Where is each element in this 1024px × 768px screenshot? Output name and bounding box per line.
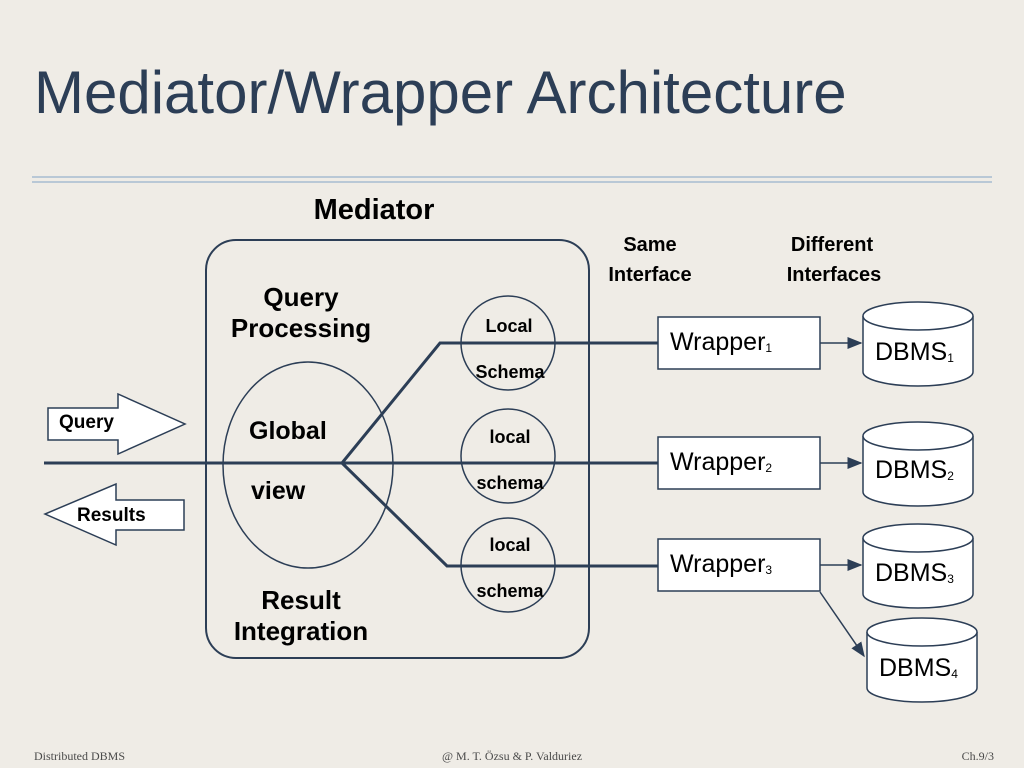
dbms-label-2: DBMS2 xyxy=(875,456,954,484)
result-integration-line1: Result xyxy=(261,585,341,615)
results-arrow-label: Results xyxy=(77,505,146,526)
local-schema-2-line1: local xyxy=(489,427,531,447)
query-arrow-label: Query xyxy=(59,412,114,433)
dbms-cylinder-1 xyxy=(862,301,974,387)
global-view-line2: view xyxy=(251,477,306,505)
different-interfaces-line1: Different xyxy=(790,234,874,256)
global-view-line1: Global xyxy=(249,417,327,445)
mediator-box xyxy=(205,239,590,659)
local-schema-1-line2: Schema xyxy=(475,362,545,382)
local-schema-2-line2: schema xyxy=(476,473,544,493)
branch-line-1 xyxy=(340,341,658,464)
local-schema-3-line1: local xyxy=(489,535,531,555)
dbms-label-1: DBMS1 xyxy=(875,338,954,366)
query-processing-line2: Processing xyxy=(230,313,372,343)
local-schema-3-line2: schema xyxy=(476,581,544,601)
result-integration-line2: Integration xyxy=(233,616,369,646)
wrapper-label-3: Wrapper3 xyxy=(670,550,773,578)
query-arrow xyxy=(47,392,187,456)
wrapper-label-1: Wrapper1 xyxy=(670,328,773,356)
global-view-ellipse xyxy=(222,361,394,569)
dbms-cylinder-2 xyxy=(862,421,974,507)
dbms-label-3: DBMS3 xyxy=(875,559,954,587)
dbms-cylinder-4 xyxy=(866,617,978,703)
arrow-wrapper3-dbms4 xyxy=(819,591,865,658)
different-interfaces-line2: Interfaces xyxy=(786,264,882,286)
branch-line-3 xyxy=(340,461,658,568)
footer-left: Distributed DBMS xyxy=(34,749,126,763)
title-rule-bottom xyxy=(32,181,992,183)
slide-title: Mediator/Wrapper Architecture xyxy=(34,59,847,126)
same-interface-line2: Interface xyxy=(608,264,692,286)
wrapper-box-3 xyxy=(657,538,821,592)
wrapper-box-1 xyxy=(657,316,821,370)
results-arrow xyxy=(43,482,185,547)
title-rule-top xyxy=(32,176,992,178)
dbms-label-4: DBMS4 xyxy=(879,654,958,682)
dbms-cylinder-3 xyxy=(862,523,974,609)
same-interface-line1: Same xyxy=(623,234,677,256)
local-schema-1-line1: Local xyxy=(485,316,533,336)
wrapper-box-2 xyxy=(657,436,821,490)
wrapper-label-2: Wrapper2 xyxy=(670,448,773,476)
mediator-label: Mediator xyxy=(313,194,435,226)
footer-center: @ M. T. Özsu & P. Valduriez xyxy=(441,749,583,763)
query-processing-line1: Query xyxy=(263,282,339,312)
local-schema-circle-2 xyxy=(460,408,556,504)
footer-right: Ch.9/3 xyxy=(961,749,994,763)
